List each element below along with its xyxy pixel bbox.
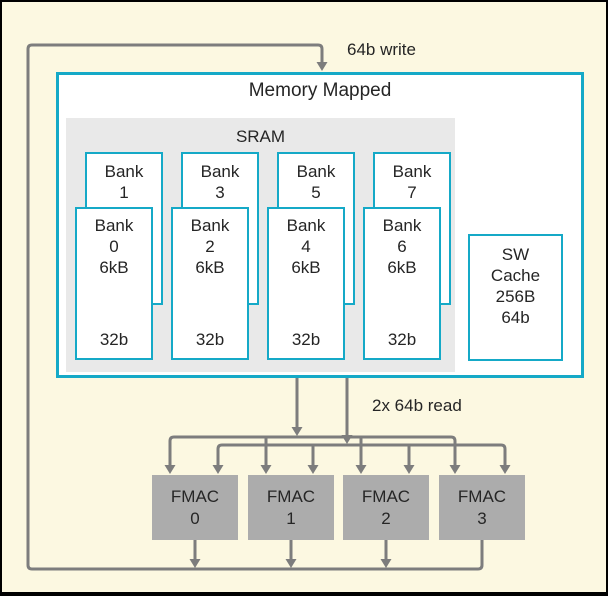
bank-2-number: 2 (205, 237, 215, 256)
fmac-1-input-left-arrowhead-icon (260, 465, 272, 474)
sw-cache-line2: Cache (490, 266, 541, 285)
fmac-3-name: FMAC (457, 487, 507, 506)
fmac-3-input-right-arrowhead-icon (499, 465, 511, 474)
bank-0-name: Bank (94, 216, 134, 235)
fmac-0-name: FMAC (170, 487, 220, 506)
fmac-3-number: 3 (477, 509, 487, 528)
bank-4-bus-width: 32b (291, 330, 321, 349)
bank-7-number: 7 (407, 183, 417, 202)
bank-6-size: 6kB (387, 258, 417, 277)
bank-6-name: Bank (382, 216, 422, 235)
read-bus-lower-wire (216, 443, 507, 465)
fmac-2-output-arrowhead-icon (380, 559, 392, 568)
fmac-2-number: 2 (381, 509, 391, 528)
fmac-0-input-right-arrowhead-icon (212, 465, 224, 474)
bank-0-box: Bank 0 6kB 32b (75, 207, 153, 360)
fmac-0-input-left-arrowhead-icon (164, 465, 176, 474)
sw-cache-bus-width: 64b (501, 308, 530, 327)
read-bus-label: 2x 64b read (372, 396, 462, 415)
bank-2-name: Bank (190, 216, 230, 235)
bank-1-number: 1 (119, 183, 129, 202)
bank-0-size: 6kB (99, 258, 129, 277)
bank-6-number: 6 (397, 237, 407, 256)
bank-3-name: Bank (200, 162, 240, 181)
fmac-2-box: FMAC 2 (343, 475, 429, 540)
fmac-1-name: FMAC (266, 487, 316, 506)
bank-0-bus-width: 32b (99, 330, 129, 349)
sw-cache-line1: SW (501, 245, 530, 264)
fmac-0-number: 0 (190, 509, 200, 528)
bank-2-bus-width: 32b (195, 330, 225, 349)
sw-cache-box: SW Cache 256B 64b (468, 234, 563, 361)
fmac-3-box: FMAC 3 (439, 475, 525, 540)
write-arrowhead-icon (316, 62, 328, 71)
write-bus-label: 64b write (347, 40, 416, 59)
bank-2-box: Bank 2 6kB 32b (171, 207, 249, 360)
read-feed-1-arrowhead-icon (291, 427, 303, 436)
bank-4-name: Bank (286, 216, 326, 235)
bank-0-number: 0 (109, 237, 119, 256)
memory-mapped-title: Memory Mapped (248, 80, 392, 101)
bank-1-name: Bank (104, 162, 144, 181)
sw-cache-line3: 256B (495, 287, 536, 306)
bank-4-number: 4 (301, 237, 311, 256)
bank-6-bus-width: 32b (387, 330, 417, 349)
bank-4-box: Bank 4 6kB 32b (267, 207, 345, 360)
fmac-1-number: 1 (286, 509, 296, 528)
fmac-2-input-left-arrowhead-icon (355, 465, 367, 474)
fmac-0-output-arrowhead-icon (189, 559, 201, 568)
fmac-1-input-right-arrowhead-icon (307, 465, 319, 474)
fmac-2-name: FMAC (361, 487, 411, 506)
read-feed-2-arrowhead-icon (341, 435, 353, 444)
fmac-2-input-right-arrowhead-icon (403, 465, 415, 474)
sram-title: SRAM (235, 127, 286, 146)
bank-4-size: 6kB (291, 258, 321, 277)
bank-5-name: Bank (296, 162, 336, 181)
bank-7-name: Bank (392, 162, 432, 181)
fmac-1-box: FMAC 1 (248, 475, 334, 540)
fmac-0-box: FMAC 0 (152, 475, 238, 540)
fmac-1-output-arrowhead-icon (285, 559, 297, 568)
fmac-3-input-left-arrowhead-icon (449, 465, 461, 474)
bank-3-number: 3 (215, 183, 225, 202)
bank-6-box: Bank 6 6kB 32b (363, 207, 441, 360)
read-bus-upper-wire (168, 435, 457, 465)
bank-2-size: 6kB (195, 258, 225, 277)
bank-5-number: 5 (311, 183, 321, 202)
